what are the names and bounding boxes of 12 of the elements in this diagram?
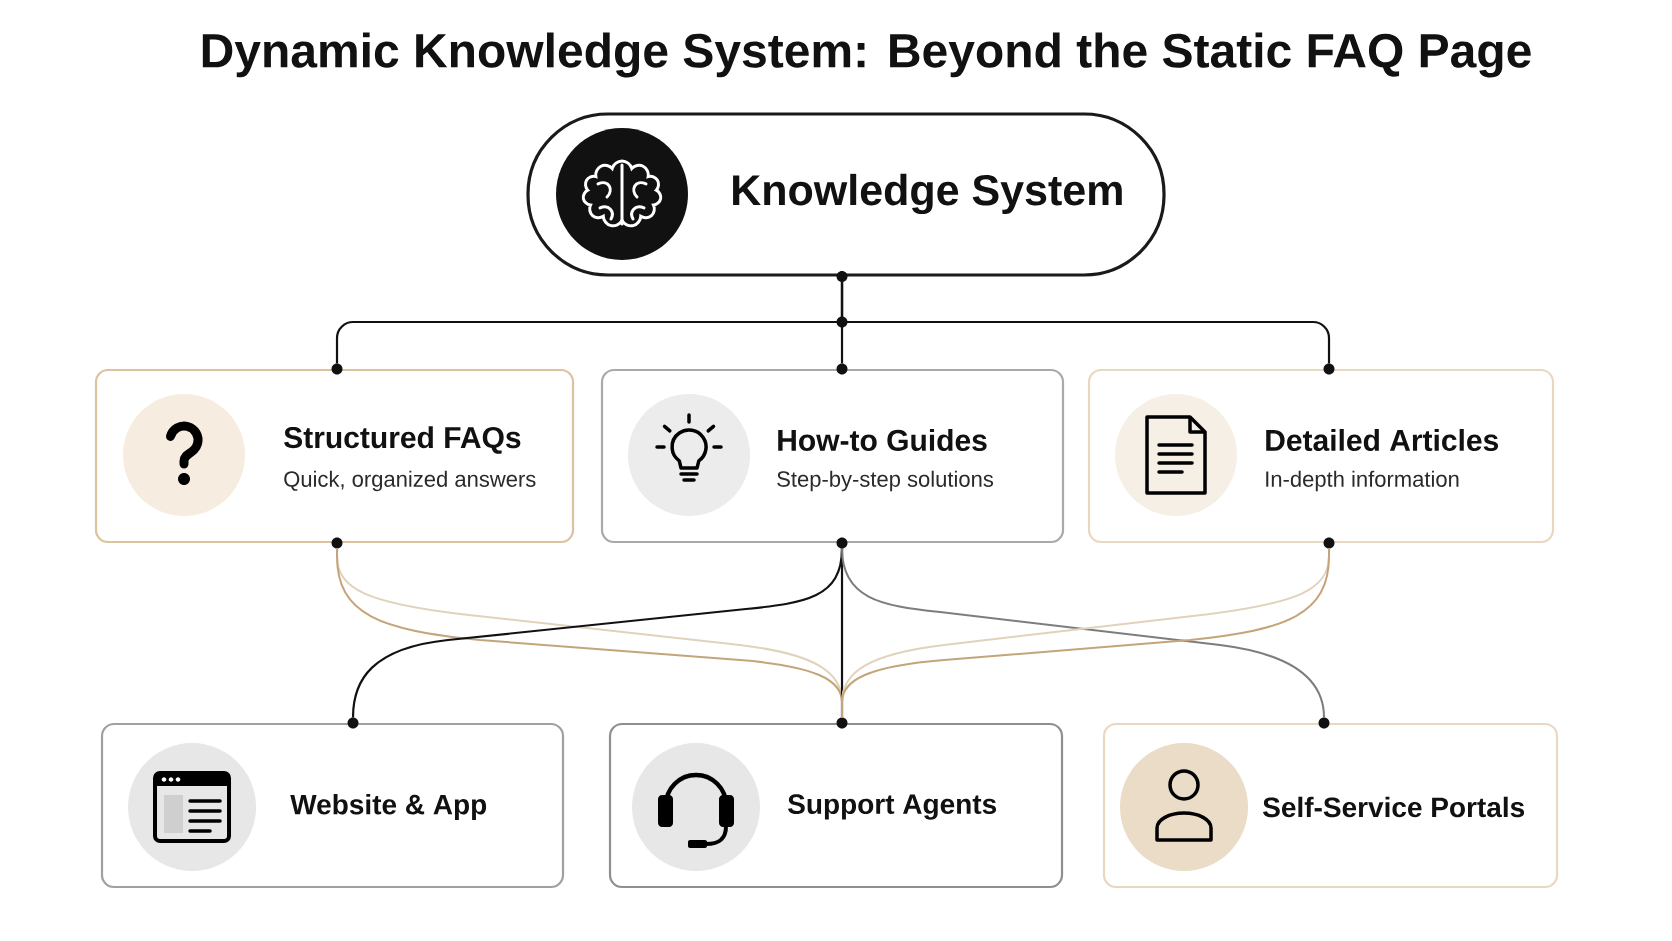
channel-name: Website & App [290, 793, 487, 821]
system-name: Knowledge System [733, 173, 1122, 215]
topic-heading: Structured FAQs [284, 426, 521, 454]
topic-description: Quick, organized answers [284, 470, 536, 492]
topic-heading: Detailed Articles [1266, 428, 1499, 451]
topic-description: Step-by-step solutions [777, 470, 994, 492]
topic-heading: How-to Guides [778, 428, 987, 451]
topic-description: In-depth information [1266, 470, 1459, 492]
title: Dynamic Knowledge System: Beyond the Static FAQ Page [202, 32, 1531, 78]
channel-name: Self-Service Portals [1263, 796, 1525, 818]
connector [840, 282, 1331, 364]
channel-name: Support Agents [788, 794, 997, 820]
